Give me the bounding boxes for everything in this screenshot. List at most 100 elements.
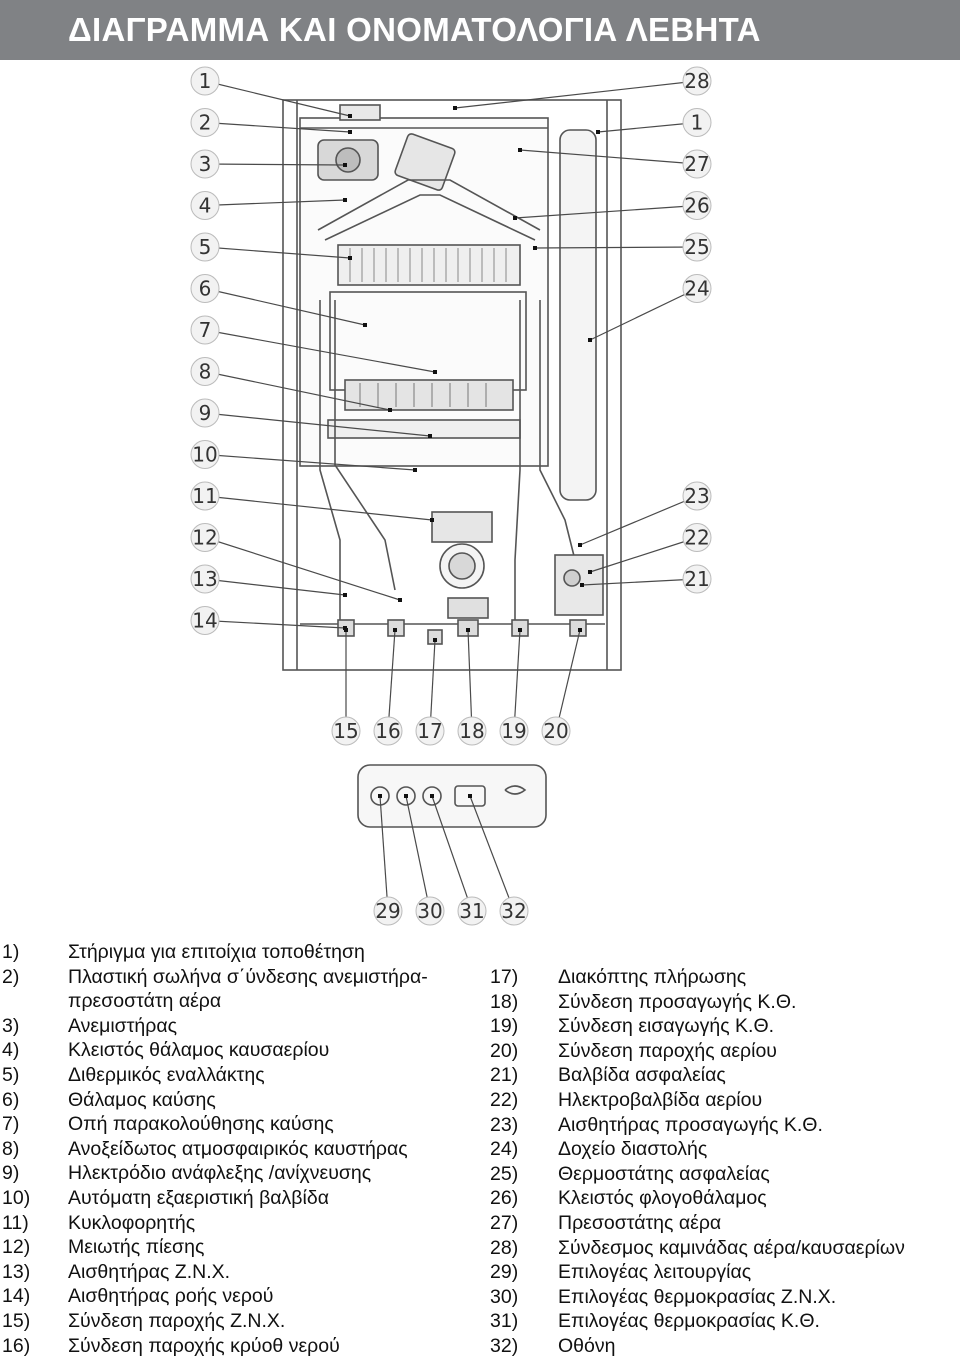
legend-number: 16) bbox=[2, 1334, 31, 1357]
leader-dot bbox=[348, 256, 352, 260]
callout-number: 3 bbox=[199, 152, 212, 176]
legend-row: 32)Οθόνη bbox=[490, 1334, 950, 1359]
leader-dot bbox=[466, 628, 470, 632]
callout-badge bbox=[190, 606, 220, 635]
legend-row: 30) Επιλογέας θερμοκρασίας Ζ.Ν.Χ. bbox=[490, 1285, 950, 1310]
callout-number: 2 bbox=[199, 111, 212, 135]
callout-right-6: 23 bbox=[578, 481, 712, 547]
callout-right-4: 25 bbox=[533, 232, 712, 262]
leader-line bbox=[469, 795, 515, 912]
legend-row: 29) Επιλογέας λειτουργίας bbox=[490, 1260, 950, 1285]
legend-text: Μειωτής πίεσης bbox=[68, 1236, 205, 1259]
callout-number: 23 bbox=[684, 484, 709, 508]
legend-row: 28)Σύνδεσμος καμινάδας αέρα/καυσαερίων bbox=[490, 1236, 950, 1261]
callout-left-7: 8 bbox=[190, 357, 392, 412]
callout-left-11: 12 bbox=[190, 523, 402, 602]
callout-bottom-0: 15 bbox=[331, 628, 361, 746]
callout-number: 7 bbox=[199, 318, 212, 342]
legend-text: Κλειστός θάλαμος καυσαερίου bbox=[68, 1039, 330, 1062]
callout-badge bbox=[190, 523, 220, 552]
legend-number: 1) bbox=[2, 941, 20, 963]
expansion-vessel bbox=[559, 129, 597, 501]
callout-badge bbox=[190, 191, 220, 220]
leader-line bbox=[204, 536, 401, 601]
leader-dot bbox=[533, 246, 537, 250]
callout-number: 6 bbox=[199, 277, 212, 301]
legend-text: Δοχείο διαστολής bbox=[558, 1138, 708, 1161]
callout-left-9: 10 bbox=[190, 440, 417, 472]
legend-text: Πρεσοστάτης αέρα bbox=[558, 1211, 722, 1234]
leader-line bbox=[514, 204, 698, 219]
callout-badge bbox=[541, 716, 571, 746]
legend-row: 31)Επιλογέας θερμοκρασίας Κ.Θ. bbox=[490, 1309, 950, 1334]
legend-row: 20)Σύνδεση παροχής αερίου bbox=[490, 1039, 950, 1064]
legend-row: 5)Διθερμικός εναλλάκτης bbox=[2, 1063, 472, 1088]
callout-bottom-3: 18 bbox=[457, 628, 487, 746]
leader-line bbox=[589, 536, 698, 573]
callout-badge bbox=[190, 315, 220, 345]
callout-number: 12 bbox=[192, 526, 217, 550]
callout-right-8: 21 bbox=[580, 564, 712, 594]
callout-number: 28 bbox=[684, 69, 709, 93]
leader-dot bbox=[343, 198, 347, 202]
leader-line bbox=[204, 199, 346, 207]
legend-number: 27) bbox=[490, 1211, 519, 1234]
leader-line bbox=[204, 121, 351, 133]
leader-dot bbox=[348, 114, 352, 118]
callout-right-0: 28 bbox=[453, 66, 712, 110]
callout-left-13: 14 bbox=[190, 606, 347, 635]
legend-text: Αυτόματη εξαεριστική βαλβίδα bbox=[68, 1186, 329, 1209]
callout-bottom-2: 17 bbox=[415, 638, 445, 746]
callout-badge bbox=[190, 108, 220, 137]
leader-line bbox=[204, 287, 366, 326]
legend-row: 27) Πρεσοστάτης αέρα bbox=[490, 1211, 950, 1236]
callout-number: 29 bbox=[375, 899, 400, 923]
gas-valve bbox=[554, 554, 604, 616]
callout-number: 21 bbox=[684, 567, 709, 591]
legend-text: Σύνδεσμος καμινάδας αέρα/καυσαερίων bbox=[558, 1236, 905, 1259]
legend-row: 12) Μειωτής πίεσης bbox=[2, 1235, 472, 1260]
leader-dot bbox=[580, 583, 584, 587]
callout-badge bbox=[682, 191, 712, 220]
callout-badge bbox=[190, 440, 220, 469]
legend-row: πρεσοστάτη αέρα bbox=[2, 989, 472, 1014]
burner bbox=[344, 379, 514, 411]
leader-dot bbox=[343, 163, 347, 167]
legend-row: 9)Ηλεκτρόδιο ανάφλεξης /ανίχνευσης bbox=[2, 1161, 472, 1186]
leader-line bbox=[204, 619, 346, 629]
callout-bottom-5: 20 bbox=[541, 628, 582, 746]
legend-number: 23) bbox=[490, 1113, 519, 1136]
legend-row: 16) Σύνδεση παροχής κρύοθ νερού bbox=[2, 1334, 472, 1359]
legend-text: Επιλογέας λειτουργίας bbox=[558, 1261, 752, 1284]
leader-dot bbox=[393, 628, 397, 632]
legend-text: Θερμοστάτης ασφαλείας bbox=[558, 1162, 770, 1185]
callout-number: 17 bbox=[417, 719, 442, 743]
callout-number: 4 bbox=[199, 194, 212, 218]
legend-number: 30) bbox=[490, 1285, 519, 1308]
leader-dot bbox=[348, 130, 352, 134]
legend-row: 26)Κλειστός φλογοθάλαμος bbox=[490, 1186, 950, 1211]
boiler-drawing bbox=[282, 99, 622, 828]
legend-number: 20) bbox=[490, 1039, 519, 1062]
legend-number: 29) bbox=[490, 1261, 519, 1284]
legend-text: Επιλογέας θερμοκρασίας Ζ.Ν.Χ. bbox=[558, 1285, 837, 1308]
legend-number: 7) bbox=[2, 1113, 20, 1136]
legend-text: Στήριγμα για επιτοίχια τοποθέτηση bbox=[68, 941, 365, 963]
legend-number: 12) bbox=[2, 1236, 31, 1259]
legend-text: Ανεμιστήρας bbox=[68, 1014, 178, 1037]
legend-text: Βαλβίδα ασφαλείας bbox=[558, 1064, 726, 1087]
leader-line bbox=[597, 121, 698, 133]
legend-row: 10)Αυτόματη εξαεριστική βαλβίδα bbox=[2, 1186, 472, 1211]
leader-dot bbox=[596, 130, 600, 134]
leader-dot bbox=[578, 543, 582, 547]
leader-line bbox=[204, 495, 433, 521]
leader-line bbox=[467, 629, 473, 732]
legend-number: 4) bbox=[2, 1039, 20, 1062]
callout-number: 1 bbox=[691, 111, 704, 135]
callout-badge bbox=[457, 716, 487, 746]
flue-connector bbox=[339, 104, 381, 121]
leader-line bbox=[204, 412, 431, 437]
legend-text: Σύνδεση παροχής κρύοθ νερού bbox=[68, 1334, 340, 1357]
